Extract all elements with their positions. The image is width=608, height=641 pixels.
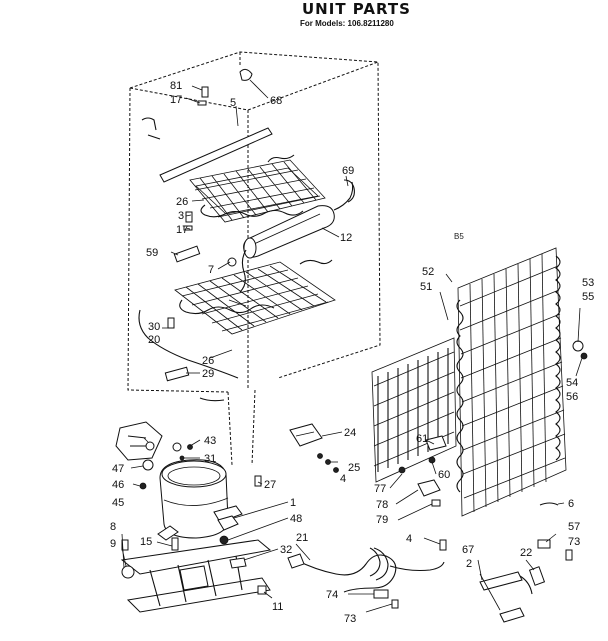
callout-60: 60 <box>438 469 450 481</box>
callout-68: 68 <box>270 95 282 107</box>
power-cord <box>287 539 447 609</box>
callout-73-right: 73 <box>568 536 580 548</box>
callout-57: 57 <box>568 521 580 533</box>
accumulator-tube <box>239 181 354 293</box>
callout-78: 78 <box>376 499 388 511</box>
callout-74: 74 <box>326 589 338 601</box>
callout-9: 9 <box>110 538 116 550</box>
callout-30: 30 <box>148 321 160 333</box>
callout-56: 56 <box>566 391 578 403</box>
callout-54: 54 <box>566 377 578 389</box>
callout-17-top: 17 <box>170 94 182 106</box>
condenser-front <box>371 337 457 483</box>
callout-73-bottom: 73 <box>344 613 356 625</box>
mounting-hardware <box>171 475 262 551</box>
callout-11: 11 <box>272 601 283 613</box>
leader-lines <box>121 79 583 613</box>
callout-17-mid: 17 <box>176 224 188 236</box>
callout-15: 15 <box>140 536 152 548</box>
fan-bracket-parts <box>398 435 447 507</box>
callout-26-top: 26 <box>176 196 188 208</box>
compressor <box>157 459 243 541</box>
diagram-title: UNIT PARTS <box>302 0 411 18</box>
callout-77: 77 <box>374 483 386 495</box>
diagram-code: B5 <box>454 232 464 241</box>
callout-48: 48 <box>290 513 302 525</box>
callout-51: 51 <box>420 281 432 293</box>
callout-52: 52 <box>422 266 434 278</box>
callout-7: 7 <box>208 264 214 276</box>
callout-79: 79 <box>376 514 388 526</box>
callout-4-upper: 4 <box>340 473 346 485</box>
callout-31: 31 <box>204 453 216 465</box>
callout-3: 3 <box>178 210 184 222</box>
callout-29: 29 <box>202 368 214 380</box>
callout-32: 32 <box>280 544 292 556</box>
callout-46: 46 <box>112 479 124 491</box>
callout-21: 21 <box>296 532 308 544</box>
condenser-rear <box>456 247 567 517</box>
callout-22: 22 <box>520 547 532 559</box>
callout-59: 59 <box>146 247 158 259</box>
callout-2: 2 <box>466 558 472 570</box>
callout-25: 25 <box>348 462 360 474</box>
callout-24: 24 <box>344 427 356 439</box>
callout-27: 27 <box>264 479 276 491</box>
right-side-parts <box>479 340 588 623</box>
thermostat-parts <box>289 423 339 473</box>
callout-12: 12 <box>340 232 352 244</box>
upper-small-parts <box>138 68 355 402</box>
callout-5: 5 <box>230 97 236 109</box>
callout-4-lower: 4 <box>406 533 412 545</box>
callout-1: 1 <box>290 497 296 509</box>
callout-labels: 81 17 5 68 69 26 3 17 12 7 59 26 30 20 2… <box>110 80 594 625</box>
callout-6: 6 <box>568 498 574 510</box>
callout-20: 20 <box>148 334 160 346</box>
callout-81: 81 <box>170 80 182 92</box>
callout-8: 8 <box>110 521 116 533</box>
callout-26-low: 26 <box>202 355 214 367</box>
callout-55: 55 <box>582 291 594 303</box>
callout-69: 69 <box>342 165 354 177</box>
callout-67: 67 <box>462 544 474 556</box>
callout-43: 43 <box>204 435 216 447</box>
cabinet-outline <box>127 51 381 466</box>
relay-parts <box>115 421 193 490</box>
compressor-base <box>120 539 272 613</box>
model-subtitle: For Models: 106.8211280 <box>300 19 394 28</box>
upper-evaporator <box>189 154 326 223</box>
callout-53: 53 <box>582 277 594 289</box>
callout-45: 45 <box>112 497 124 509</box>
lower-evaporator <box>174 259 336 335</box>
callout-61: 61 <box>416 433 428 445</box>
callout-47: 47 <box>112 463 124 475</box>
